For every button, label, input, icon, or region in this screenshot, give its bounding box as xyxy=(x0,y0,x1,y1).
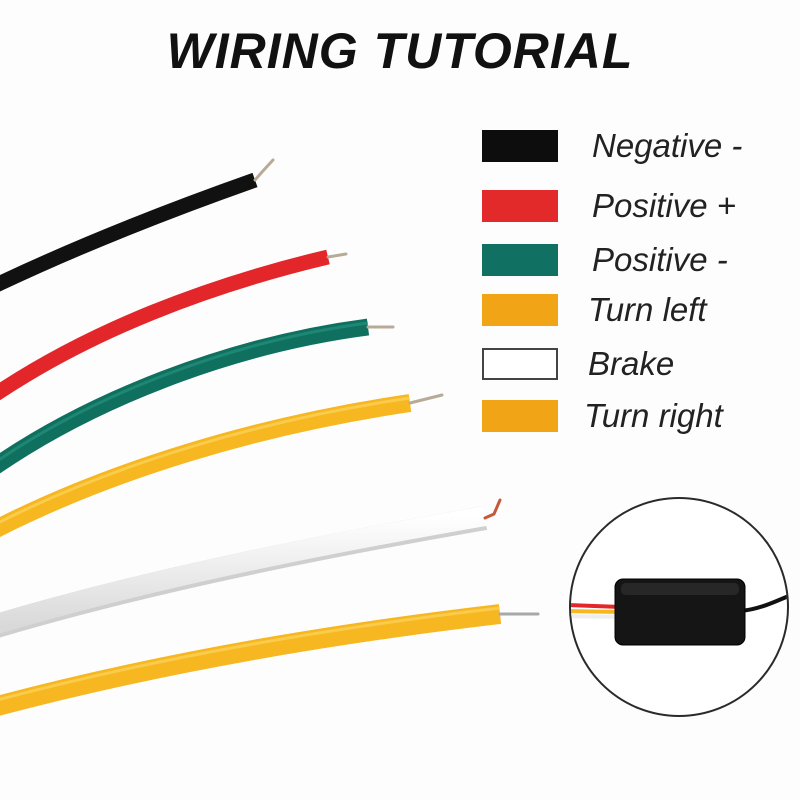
wire-tip-yellow-upper xyxy=(408,393,444,405)
wire-red xyxy=(0,249,348,401)
page-title: WIRING TUTORIAL xyxy=(166,23,634,79)
legend-label: Negative - xyxy=(592,127,743,164)
wire-tip-red xyxy=(326,252,348,259)
module-wire-black xyxy=(740,594,787,613)
wire-black xyxy=(0,158,275,292)
module-inset-photo xyxy=(569,497,789,717)
legend-label: Positive - xyxy=(592,241,728,278)
wire-tip-white xyxy=(483,498,502,520)
wire-white xyxy=(0,498,502,638)
legend-label: Turn left xyxy=(588,291,707,328)
legend-item-positive-plus: Positive + xyxy=(482,186,792,226)
legend-item-turn-right: Turn right xyxy=(482,396,792,436)
module-wire-white xyxy=(571,614,622,619)
control-module-box xyxy=(615,579,745,645)
legend-swatch-red xyxy=(482,190,558,222)
legend-swatch-orange xyxy=(482,400,558,432)
legend-item-negative: Negative - xyxy=(482,126,792,166)
wire-tip-black xyxy=(253,158,275,182)
legend-label: Positive + xyxy=(592,187,736,224)
module-wire-yellow xyxy=(571,609,622,614)
legend-swatch-green xyxy=(482,244,558,276)
wire-yellow-lower xyxy=(0,604,540,716)
legend-swatch-orange xyxy=(482,294,558,326)
wire-green xyxy=(0,318,395,474)
legend-label: Turn right xyxy=(584,397,723,434)
legend-item-positive-minus: Positive - xyxy=(482,240,792,280)
legend-label: Brake xyxy=(588,345,675,382)
module-wire-red xyxy=(571,603,622,609)
legend-swatch-black xyxy=(482,130,558,162)
control-module-illustration xyxy=(571,578,787,646)
legend-swatch-white xyxy=(482,348,558,380)
legend-item-brake: Brake xyxy=(482,344,792,384)
wire-yellow-upper xyxy=(0,393,444,538)
legend-item-turn-left: Turn left xyxy=(482,290,792,330)
